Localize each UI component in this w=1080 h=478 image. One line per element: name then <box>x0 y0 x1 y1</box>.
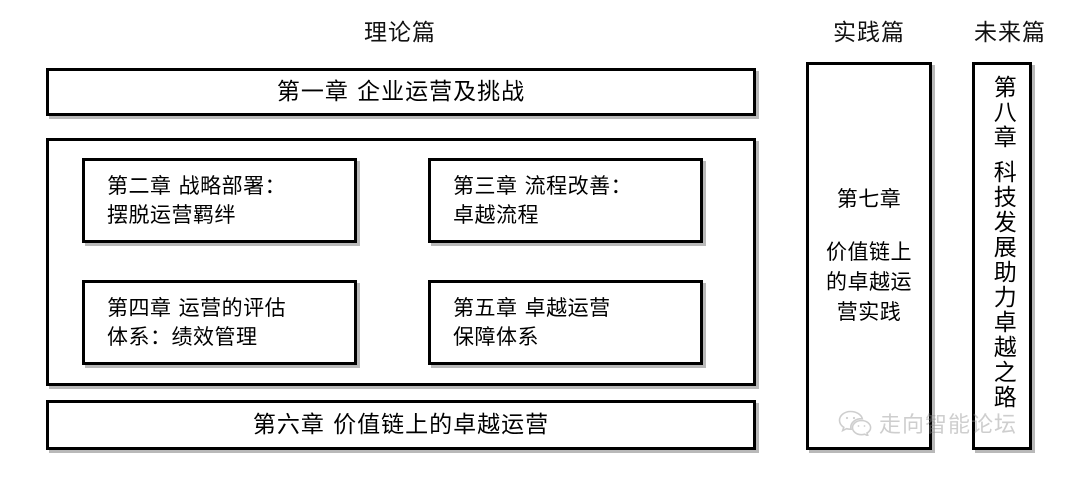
chapter-8-body: 科技发展助力卓越之路 <box>989 160 1016 410</box>
chapter-7-title: 第七章 <box>836 187 902 212</box>
chapter-8-label: 第八章科技发展助力卓越之路 <box>989 75 1016 435</box>
chapter-7-line-3: 营实践 <box>836 300 902 325</box>
chapter-2-line-1: 第二章 战略部署： <box>107 174 287 199</box>
chapter-7-line-2: 的卓越运 <box>826 270 912 294</box>
chapter-4-label: 第四章 运营的评估 体系：绩效管理 <box>107 294 286 351</box>
chapter-7-line-1: 价值链上 <box>826 239 912 264</box>
chapter-box-6: 第六章 价值链上的卓越运营 <box>46 400 756 450</box>
chapter-3-line-1: 第三章 流程改善： <box>453 174 633 199</box>
chapter-2-label: 第二章 战略部署： 摆脱运营羁绊 <box>107 172 286 229</box>
chapter-box-5: 第五章 卓越运营 保障体系 <box>428 280 703 365</box>
chapter-4-line-1: 第四章 运营的评估 <box>107 296 287 321</box>
chapter-box-3: 第三章 流程改善： 卓越流程 <box>428 158 703 243</box>
chapter-3-label: 第三章 流程改善： 卓越流程 <box>453 172 632 229</box>
chapter-3-line-2: 卓越流程 <box>453 202 539 227</box>
chapter-4-line-2: 体系：绩效管理 <box>107 324 258 349</box>
chapter-1-label: 第一章 企业运营及挑战 <box>276 78 526 105</box>
chapter-8-title: 第八章 <box>989 75 1016 150</box>
chapter-box-4: 第四章 运营的评估 体系：绩效管理 <box>82 280 357 365</box>
chapter-7-label: 第七章 价值链上 的卓越运 营实践 <box>817 184 921 328</box>
section-header-practice: 实践篇 <box>833 20 905 46</box>
chapter-box-8: 第八章科技发展助力卓越之路 <box>972 62 1032 450</box>
section-header-theory: 理论篇 <box>364 20 436 46</box>
section-header-future: 未来篇 <box>974 20 1046 46</box>
chapter-box-1: 第一章 企业运营及挑战 <box>46 68 756 116</box>
chapter-6-label: 第六章 价值链上的卓越运营 <box>252 411 550 438</box>
chapter-5-label: 第五章 卓越运营 保障体系 <box>453 294 611 351</box>
chapter-box-7: 第七章 价值链上 的卓越运 营实践 <box>806 62 932 450</box>
chapter-5-line-1: 第五章 卓越运营 <box>453 296 611 321</box>
chapter-5-line-2: 保障体系 <box>453 324 539 349</box>
chapter-2-line-2: 摆脱运营羁绊 <box>107 202 236 227</box>
chapter-box-2: 第二章 战略部署： 摆脱运营羁绊 <box>82 158 357 243</box>
